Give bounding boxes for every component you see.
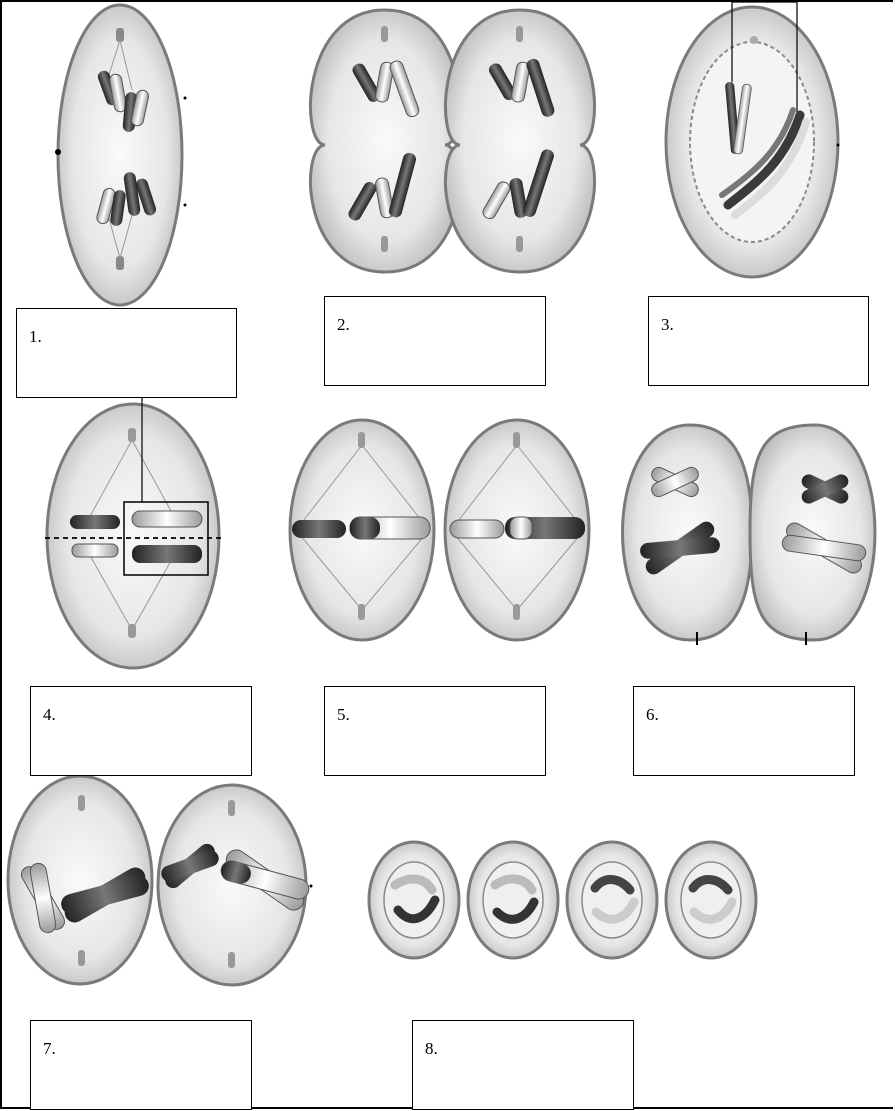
panel-number-4: 4. <box>43 705 56 725</box>
panel-number-2: 2. <box>337 315 350 335</box>
cell-1-illustration <box>55 5 187 305</box>
panel-number-5: 5. <box>337 705 350 725</box>
cell-6-illustration <box>623 425 876 645</box>
answer-box-1[interactable]: 1. <box>16 308 237 398</box>
answer-box-3[interactable]: 3. <box>648 296 869 386</box>
cell-2-illustration <box>311 10 595 272</box>
panel-number-6: 6. <box>646 705 659 725</box>
panel-number-1: 1. <box>29 327 42 347</box>
answer-box-6[interactable]: 6. <box>633 686 855 776</box>
panel-number-3: 3. <box>661 315 674 335</box>
answer-box-5[interactable]: 5. <box>324 686 546 776</box>
answer-box-2[interactable]: 2. <box>324 296 546 386</box>
panel-number-8: 8. <box>425 1039 438 1059</box>
cell-4-illustration <box>45 398 225 668</box>
answer-box-4[interactable]: 4. <box>30 686 252 776</box>
cell-7-illustration <box>8 776 313 985</box>
answer-box-8[interactable]: 8. <box>412 1020 634 1110</box>
cell-8-illustration <box>369 842 756 958</box>
answer-box-7[interactable]: 7. <box>30 1020 252 1110</box>
cell-5-illustration <box>290 420 589 640</box>
cell-3-illustration <box>666 2 840 277</box>
panel-number-7: 7. <box>43 1039 56 1059</box>
